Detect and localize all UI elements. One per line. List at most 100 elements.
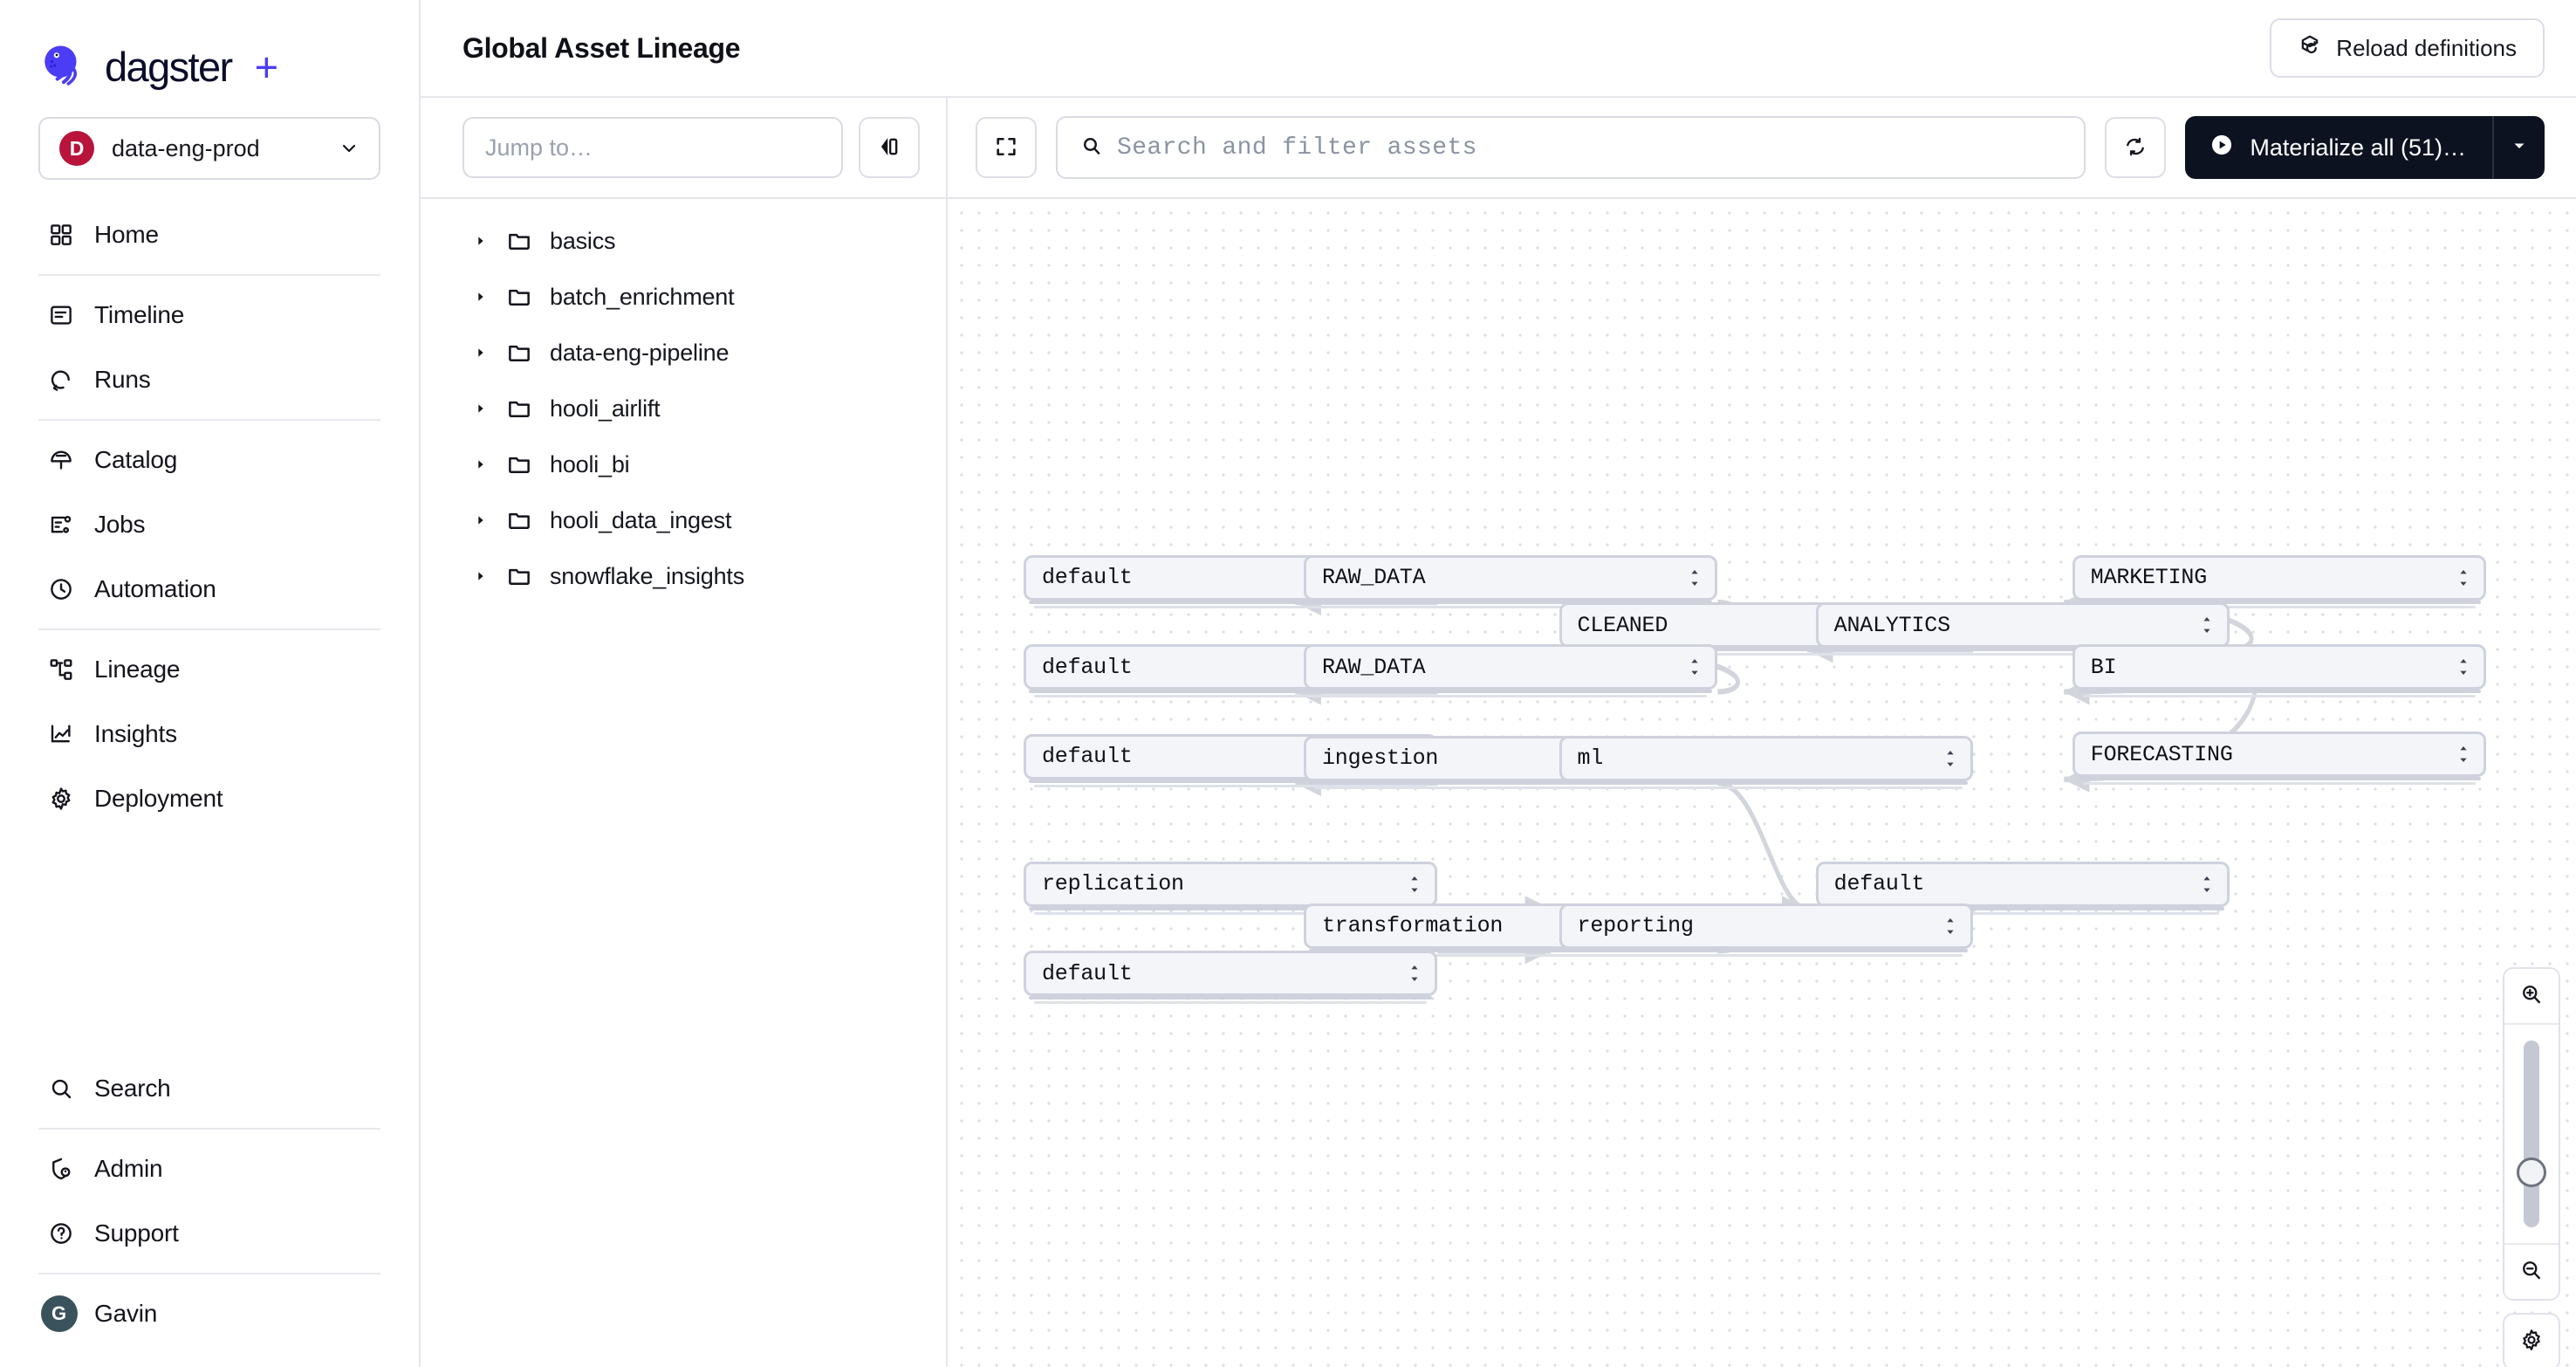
asset-group-node[interactable]: RAW_DATA <box>1303 644 1718 690</box>
tree-item[interactable]: data-eng-pipeline <box>421 325 946 381</box>
sidebar-item-home[interactable]: Home <box>38 203 380 267</box>
tree-item[interactable]: hooli_data_ingest <box>421 492 946 548</box>
zoom-slider[interactable] <box>2504 1025 2559 1243</box>
node-stack-indicator <box>1559 648 1973 656</box>
asset-group-node[interactable]: default <box>1815 861 2230 907</box>
chevron-right-icon[interactable] <box>473 512 489 528</box>
node-stack-indicator <box>1559 780 1973 790</box>
nav-divider <box>38 1273 380 1274</box>
tree-item[interactable]: snowflake_insights <box>421 548 946 604</box>
zoom-slider-handle[interactable] <box>2517 1157 2546 1187</box>
toolbar-left <box>421 98 948 197</box>
sidebar-item-user[interactable]: G Gavin <box>38 1281 380 1346</box>
node-label: reporting <box>1577 913 1694 939</box>
expand-collapse-icon[interactable] <box>1942 748 1958 769</box>
graph-toolbar: Search and filter assets <box>421 98 2576 199</box>
asset-group-node[interactable]: ANALYTICS <box>1815 602 2230 649</box>
folder-icon <box>506 340 532 366</box>
sidebar-item-timeline[interactable]: Timeline <box>38 283 380 347</box>
expand-collapse-icon[interactable] <box>1942 916 1958 937</box>
sidebar-item-deployment[interactable]: Deployment <box>38 766 380 831</box>
sidebar-item-automation[interactable]: Automation <box>38 557 380 622</box>
deployment-name: data-eng-prod <box>112 134 260 161</box>
chevron-right-icon[interactable] <box>473 233 489 249</box>
expand-collapse-icon[interactable] <box>1687 567 1702 588</box>
avatar-initial: G <box>40 1295 78 1332</box>
jump-to-input[interactable] <box>462 117 843 178</box>
node-stack-indicator <box>1304 600 1717 609</box>
tree-item[interactable]: hooli_airlift <box>421 381 946 436</box>
chevron-right-icon[interactable] <box>473 401 489 416</box>
deployment-badge: D <box>59 131 94 166</box>
fullscreen-button[interactable] <box>976 117 1037 178</box>
asset-search-field[interactable]: Search and filter assets <box>1056 116 2086 179</box>
expand-collapse-icon[interactable] <box>1407 874 1422 895</box>
chevron-right-icon[interactable] <box>473 568 489 584</box>
sidebar-item-catalog[interactable]: Catalog <box>38 428 380 492</box>
folder-icon <box>506 563 532 589</box>
node-stack-indicator <box>1559 948 1973 958</box>
chevron-right-icon[interactable] <box>473 345 489 361</box>
graph-settings-button[interactable] <box>2503 1313 2560 1367</box>
expand-collapse-icon[interactable] <box>2456 567 2471 588</box>
sidebar-item-search[interactable]: Search <box>38 1056 380 1121</box>
asset-group-node[interactable]: MARKETING <box>2072 554 2487 601</box>
shield-user-icon <box>47 1155 75 1183</box>
tree-item-label: hooli_airlift <box>550 395 661 422</box>
expand-collapse-icon[interactable] <box>2456 656 2471 677</box>
tree-item[interactable]: hooli_bi <box>421 436 946 492</box>
sidebar-item-support[interactable]: Support <box>38 1201 380 1266</box>
brand-logo[interactable]: dagster + <box>0 0 419 98</box>
expand-collapse-icon[interactable] <box>2456 744 2471 765</box>
node-label: RAW_DATA <box>1321 654 1426 680</box>
reload-definitions-label: Reload definitions <box>2336 34 2517 61</box>
sidebar-item-label: Insights <box>94 720 177 747</box>
bottom-group-1: Search <box>0 1056 419 1121</box>
zoom-controls <box>2503 967 2560 1367</box>
expand-collapse-icon[interactable] <box>1407 963 1422 984</box>
node-stack-indicator <box>2072 600 2486 609</box>
chevron-down-icon <box>2509 135 2530 161</box>
deployment-selector[interactable]: D data-eng-prod <box>38 117 380 180</box>
chevron-right-icon[interactable] <box>473 457 489 472</box>
tree-item[interactable]: basics <box>421 213 946 269</box>
asset-group-node[interactable]: replication <box>1023 861 1438 907</box>
materialize-all-button[interactable]: Materialize all (51)… <box>2185 116 2545 179</box>
folder-icon <box>506 284 532 310</box>
tree-item-label: hooli_bi <box>550 450 630 477</box>
node-label: ingestion <box>1321 745 1439 772</box>
sidebar-item-label: Deployment <box>94 785 223 812</box>
sidebar-item-label: Support <box>94 1219 179 1247</box>
expand-collapse-icon[interactable] <box>1687 656 1702 677</box>
asset-group-node[interactable]: BI <box>2072 644 2487 690</box>
sidebar-item-insights[interactable]: Insights <box>38 702 380 766</box>
asset-group-node[interactable]: ml <box>1559 735 1973 781</box>
sidebar-item-lineage[interactable]: Lineage <box>38 637 380 702</box>
node-label: default <box>1041 960 1133 986</box>
sidebar-item-jobs[interactable]: Jobs <box>38 492 380 557</box>
asset-group-node[interactable]: default <box>1023 951 1438 997</box>
expand-collapse-icon[interactable] <box>2199 874 2215 895</box>
node-stack-indicator <box>1304 690 1717 698</box>
refresh-button[interactable] <box>2105 117 2167 178</box>
materialize-dropdown-button[interactable] <box>2494 116 2545 179</box>
chevron-right-icon[interactable] <box>473 289 489 305</box>
asset-group-node[interactable]: FORECASTING <box>2072 732 2487 778</box>
tree-item[interactable]: batch_enrichment <box>421 269 946 325</box>
reload-definitions-button[interactable]: Reload definitions <box>2270 18 2545 78</box>
collapse-panel-button[interactable] <box>859 117 920 178</box>
zoom-in-button[interactable] <box>2504 969 2559 1023</box>
zoom-out-button[interactable] <box>2504 1245 2559 1299</box>
materialize-main[interactable]: Materialize all (51)… <box>2185 116 2494 179</box>
folder-icon <box>506 507 532 533</box>
toolbar-right: Search and filter assets <box>948 98 2576 197</box>
expand-collapse-icon[interactable] <box>2199 615 2215 635</box>
sidebar-item-label: Automation <box>94 575 216 602</box>
sidebar-item-admin[interactable]: Admin <box>38 1137 380 1201</box>
folder-icon <box>506 451 532 477</box>
asset-group-node[interactable]: RAW_DATA <box>1303 554 1718 601</box>
sidebar-item-runs[interactable]: Runs <box>38 347 380 412</box>
asset-group-node[interactable]: reporting <box>1559 903 1973 949</box>
